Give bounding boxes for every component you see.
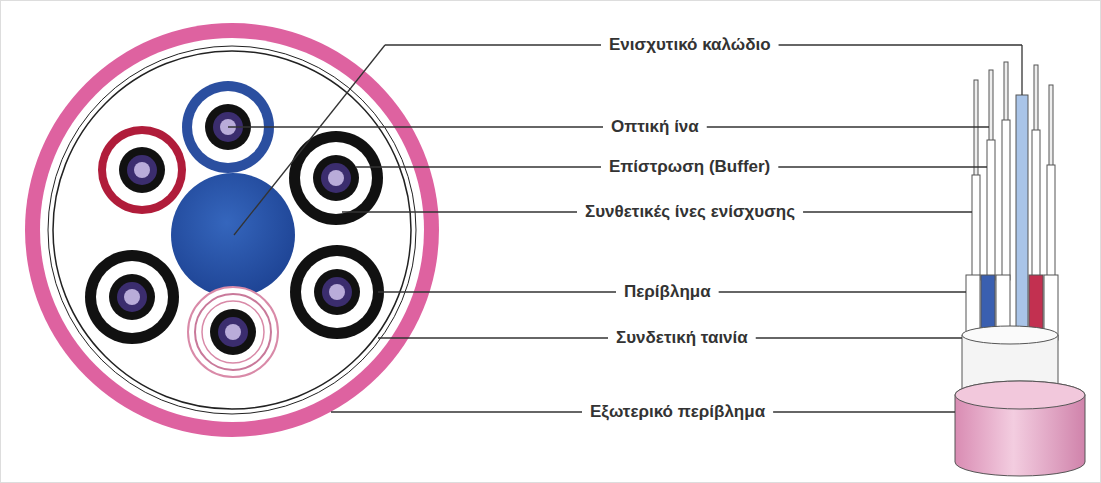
leader-line bbox=[378, 291, 616, 292]
subcable bbox=[85, 250, 179, 344]
part-label: Οπτική ίνα bbox=[609, 117, 701, 137]
subcable bbox=[188, 287, 278, 377]
leader-line bbox=[773, 411, 955, 412]
leader-line bbox=[378, 337, 608, 338]
leader-line bbox=[331, 411, 582, 412]
leader-line bbox=[356, 166, 601, 167]
leader-line bbox=[719, 291, 966, 292]
leader-line bbox=[803, 211, 972, 212]
part-label: Συνδετική ταινία bbox=[614, 328, 750, 348]
binder-tape-inner bbox=[53, 51, 411, 409]
cable-perspective bbox=[955, 62, 1085, 476]
leader-line bbox=[342, 211, 577, 212]
strength-member bbox=[171, 173, 295, 297]
outer-jacket bbox=[25, 23, 439, 437]
jacket-inner bbox=[40, 38, 424, 422]
leader-line bbox=[1021, 45, 1022, 95]
leader-lines bbox=[228, 45, 1022, 412]
leader-line bbox=[779, 44, 1022, 45]
leader-line bbox=[385, 44, 601, 45]
leader-line bbox=[778, 166, 987, 167]
binder-tape bbox=[48, 46, 416, 414]
leader-line bbox=[234, 45, 385, 235]
subcable bbox=[290, 245, 384, 339]
part-label: Ενισχυτικό καλώδιο bbox=[607, 35, 773, 55]
leader-line bbox=[228, 126, 603, 127]
cross-section bbox=[25, 23, 439, 437]
part-label: Συνθετικές ίνες ενίσχυσης bbox=[583, 202, 797, 222]
subcable bbox=[289, 131, 383, 225]
subcable bbox=[98, 126, 186, 214]
part-label: Επίστρωση (Buffer) bbox=[607, 157, 772, 177]
leader-line bbox=[707, 126, 989, 127]
part-label: Εξωτερικό περίβλημα bbox=[588, 402, 767, 422]
leader-line bbox=[756, 337, 962, 338]
part-label: Περίβλημα bbox=[622, 282, 713, 302]
